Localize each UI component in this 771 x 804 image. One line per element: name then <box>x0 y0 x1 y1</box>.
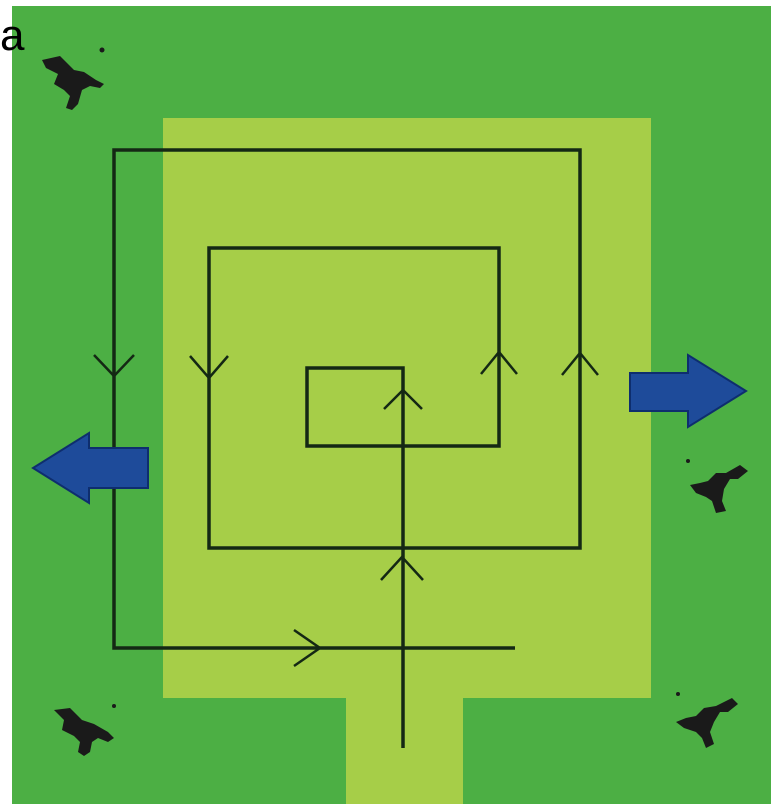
panel-label: a <box>0 14 24 58</box>
inner-plot <box>163 118 651 698</box>
